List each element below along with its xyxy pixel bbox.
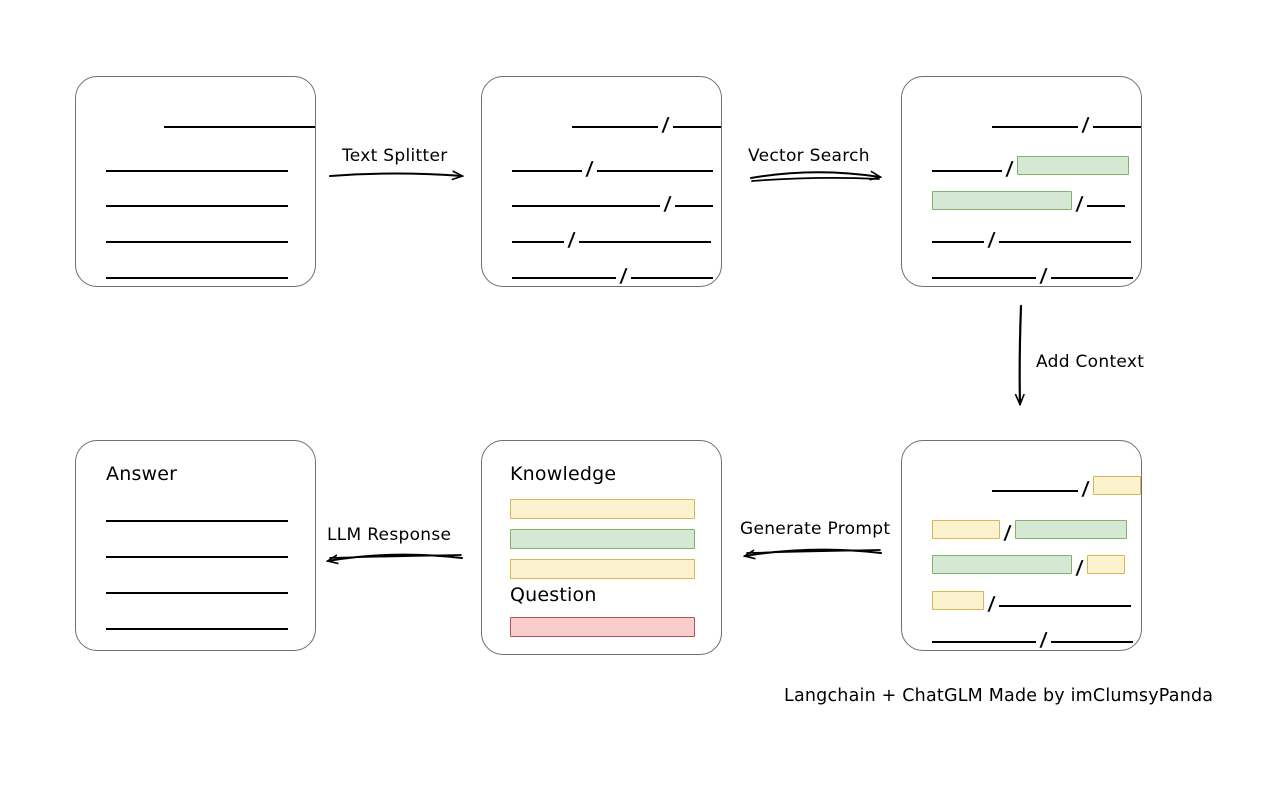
text-stroke	[512, 170, 582, 172]
highlight-chip-yellow	[1086, 555, 1125, 574]
text-stroke	[512, 205, 660, 207]
text-stroke	[106, 277, 288, 279]
text-stroke	[932, 641, 1036, 643]
arrow-text-splitter	[329, 174, 462, 177]
highlight-chip-yellow	[932, 520, 1000, 539]
text-stroke	[106, 628, 288, 630]
highlight-chip-green	[932, 191, 1072, 210]
source-document-lines	[76, 77, 315, 286]
context-document-lines: /////	[902, 441, 1141, 651]
answer-lines	[76, 441, 315, 650]
text-stroke	[572, 126, 659, 128]
text-stroke	[106, 205, 288, 207]
text-stroke	[992, 126, 1079, 128]
arrow-add-context	[1020, 304, 1021, 404]
question-heading: Question	[510, 584, 597, 606]
text-stroke	[998, 241, 1131, 243]
context-document-card[interactable]: /////	[901, 440, 1142, 651]
highlight-chip-green	[932, 555, 1072, 574]
edge-label-add-context: Add Context	[1036, 352, 1145, 372]
text-stroke	[998, 605, 1131, 607]
text-stroke	[106, 520, 288, 522]
text-stroke	[164, 126, 315, 128]
split-document-lines: /////	[482, 77, 721, 287]
text-stroke	[106, 170, 288, 172]
footer-caption: Langchain + ChatGLM Made by imClumsyPand…	[784, 686, 1214, 706]
text-stroke	[932, 277, 1036, 279]
highlight-chip-yellow	[1093, 476, 1141, 495]
answer-heading: Answer	[106, 463, 178, 485]
text-stroke	[1050, 277, 1133, 279]
text-stroke	[106, 556, 288, 558]
arrow-llm-response	[328, 553, 463, 561]
text-stroke	[932, 170, 1002, 172]
text-stroke	[512, 277, 616, 279]
text-stroke	[1086, 205, 1125, 207]
source-document-card[interactable]	[75, 76, 316, 287]
matched-document-card[interactable]: /////	[901, 76, 1142, 287]
highlight-chip-yellow	[932, 591, 984, 610]
text-stroke	[1093, 126, 1141, 128]
edge-label-llm-response: LLM Response	[327, 525, 452, 545]
highlight-chip-green	[1014, 520, 1127, 539]
arrow-vector-search	[750, 172, 880, 182]
knowledge-bar-1	[510, 499, 695, 519]
knowledge-bar-3	[510, 559, 695, 579]
text-stroke	[596, 170, 713, 172]
knowledge-heading: Knowledge	[510, 463, 617, 485]
knowledge-bar-2	[510, 529, 695, 549]
text-stroke	[578, 241, 711, 243]
edge-label-text-splitter: Text Splitter	[342, 146, 448, 166]
text-stroke	[673, 126, 721, 128]
edge-label-generate-prompt: Generate Prompt	[740, 519, 891, 539]
matched-document-lines: /////	[902, 77, 1141, 287]
highlight-chip-green	[1016, 156, 1129, 175]
question-bar-1	[510, 617, 695, 637]
text-stroke	[106, 592, 288, 594]
text-stroke	[630, 277, 713, 279]
edge-label-vector-search: Vector Search	[748, 146, 870, 166]
text-stroke	[674, 205, 713, 207]
prompt-card[interactable]: Knowledge Question	[481, 440, 722, 655]
split-document-card[interactable]: /////	[481, 76, 722, 287]
text-stroke	[512, 241, 564, 243]
text-stroke	[932, 241, 984, 243]
arrow-generate-prompt	[745, 548, 882, 556]
text-stroke	[106, 241, 288, 243]
text-stroke	[1050, 641, 1133, 643]
text-stroke	[992, 490, 1079, 492]
answer-card[interactable]: Answer	[75, 440, 316, 651]
